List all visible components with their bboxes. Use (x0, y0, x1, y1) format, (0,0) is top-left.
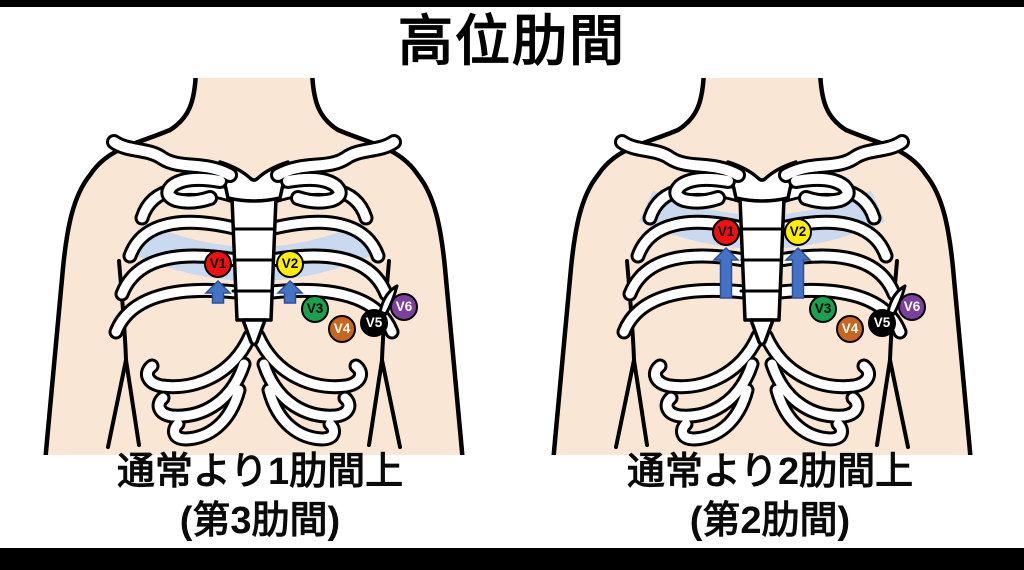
torso-ribcage-illustration (528, 78, 998, 455)
electrode-v1: V1 (712, 218, 740, 246)
up-arrow-icon (204, 279, 232, 304)
up-arrow-icon (784, 246, 812, 299)
electrode-v5: V5 (360, 309, 388, 337)
up-arrow-icon (712, 246, 740, 299)
electrode-v3: V3 (809, 295, 837, 323)
caption-right: 通常より2肋間上 (第2肋間) (523, 448, 1017, 546)
electrode-v1: V1 (204, 250, 232, 278)
bottom-frame-bar (0, 548, 1024, 570)
electrode-v6: V6 (898, 293, 926, 321)
caption-left-line1: 通常より1肋間上 (116, 451, 404, 493)
torso-ribcage-illustration (20, 78, 490, 455)
caption-left-line2: (第3肋間) (179, 500, 341, 542)
electrode-v2: V2 (784, 218, 812, 246)
page-title: 高位肋間 (397, 10, 626, 72)
caption-right-line2: (第2肋間) (689, 500, 851, 542)
electrode-v2: V2 (276, 250, 304, 278)
electrode-v3: V3 (301, 295, 329, 323)
electrode-v4: V4 (836, 315, 864, 343)
electrode-v4: V4 (328, 315, 356, 343)
shift-arrows-layer (204, 279, 304, 304)
electrode-v5: V5 (868, 309, 896, 337)
top-frame-bar (0, 0, 1024, 7)
shift-arrows-layer (712, 246, 812, 299)
up-arrow-icon (276, 279, 304, 304)
electrode-v6: V6 (390, 293, 418, 321)
caption-right-line1: 通常より2肋間上 (626, 451, 914, 493)
caption-left: 通常より1肋間上 (第3肋間) (13, 448, 507, 546)
